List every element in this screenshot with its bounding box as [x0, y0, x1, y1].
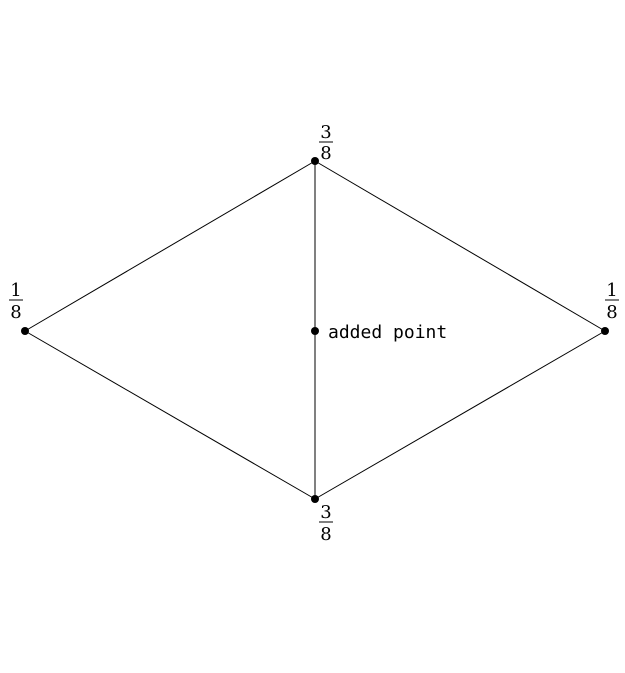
- vertex-right: [601, 327, 609, 335]
- weight-top: 3 8: [319, 122, 333, 164]
- edge-top-right: [314, 160, 606, 332]
- weight-top-numerator: 3: [320, 122, 331, 143]
- edge-bottom-left: [24, 330, 316, 500]
- weight-top-denominator: 8: [320, 143, 331, 164]
- weight-right-denominator: 8: [606, 302, 617, 323]
- weight-bottom: 3 8: [319, 502, 333, 545]
- vertex-bottom: [311, 495, 319, 503]
- edge-left-top: [24, 160, 316, 332]
- weight-bottom-denominator: 8: [320, 524, 331, 545]
- weight-right: 1 8: [605, 280, 619, 323]
- weight-left-denominator: 8: [10, 302, 21, 323]
- added-point-label: added point: [328, 322, 447, 343]
- vertex-left: [21, 327, 29, 335]
- weight-left: 1 8: [9, 280, 23, 323]
- weight-bottom-numerator: 3: [320, 502, 331, 523]
- edge-right-bottom: [314, 330, 606, 500]
- weight-left-numerator: 1: [10, 280, 21, 301]
- vertex-top: [311, 157, 319, 165]
- added-point: [311, 327, 319, 335]
- weight-right-numerator: 1: [606, 280, 617, 301]
